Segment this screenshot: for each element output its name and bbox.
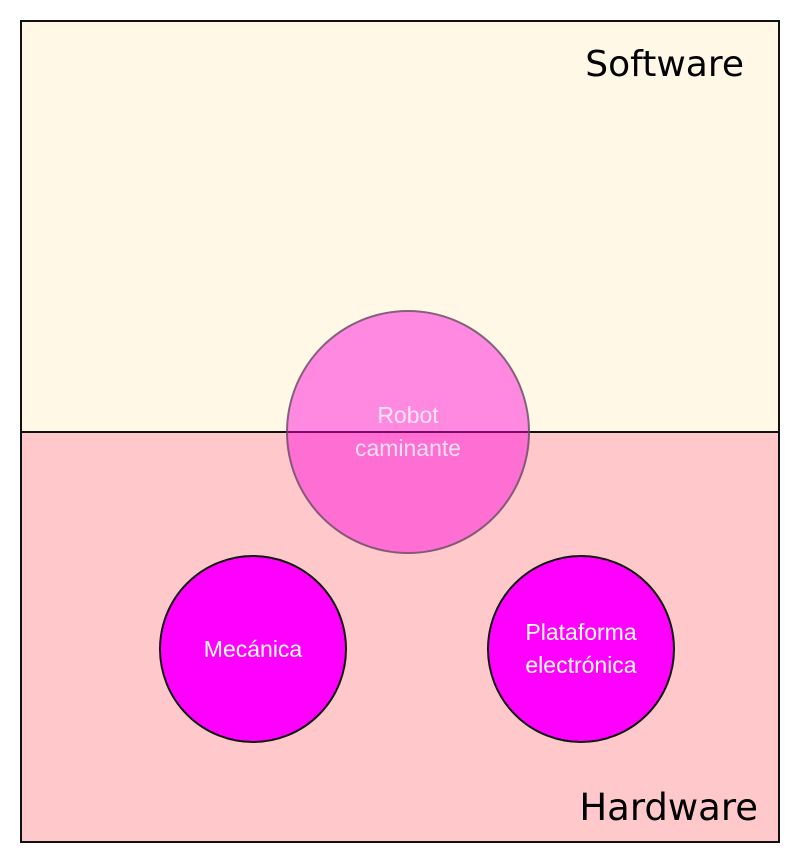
- robot-caminante-label-line-2: caminante: [354, 435, 462, 461]
- plataforma-electronica-label-line-1: Plataforma: [525, 619, 637, 645]
- robot-caminante-node: Robot caminante: [286, 310, 530, 554]
- plataforma-electronica-label-line-2: electrónica: [525, 652, 637, 678]
- plataforma-electronica-node: Plataforma electrónica: [487, 555, 675, 743]
- mecanica-node: Mecánica: [159, 555, 347, 743]
- software-label: Software: [585, 44, 744, 85]
- hardware-label: Hardware: [579, 786, 758, 829]
- mecanica-label: Mecánica: [203, 635, 303, 662]
- robot-caminante-label-line-1: Robot: [377, 402, 439, 428]
